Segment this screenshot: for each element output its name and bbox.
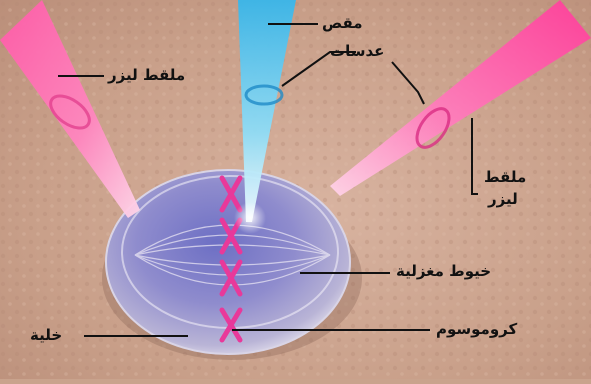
label-cell: خلية	[30, 326, 62, 344]
label-scissors: مقص	[322, 14, 363, 32]
label-lenses: عدسات	[330, 42, 384, 60]
label-laser-tweezers-left: ملقط ليزر	[108, 66, 185, 84]
scissors-glow	[234, 202, 266, 234]
label-laser-tweezers-right-line2: ليزر	[488, 190, 518, 208]
label-laser-tweezers-right-line1: ملقط	[484, 168, 526, 186]
label-chromosome: كروموسوم	[436, 320, 517, 338]
label-spindle-fibers: خيوط مغزلية	[396, 262, 491, 280]
